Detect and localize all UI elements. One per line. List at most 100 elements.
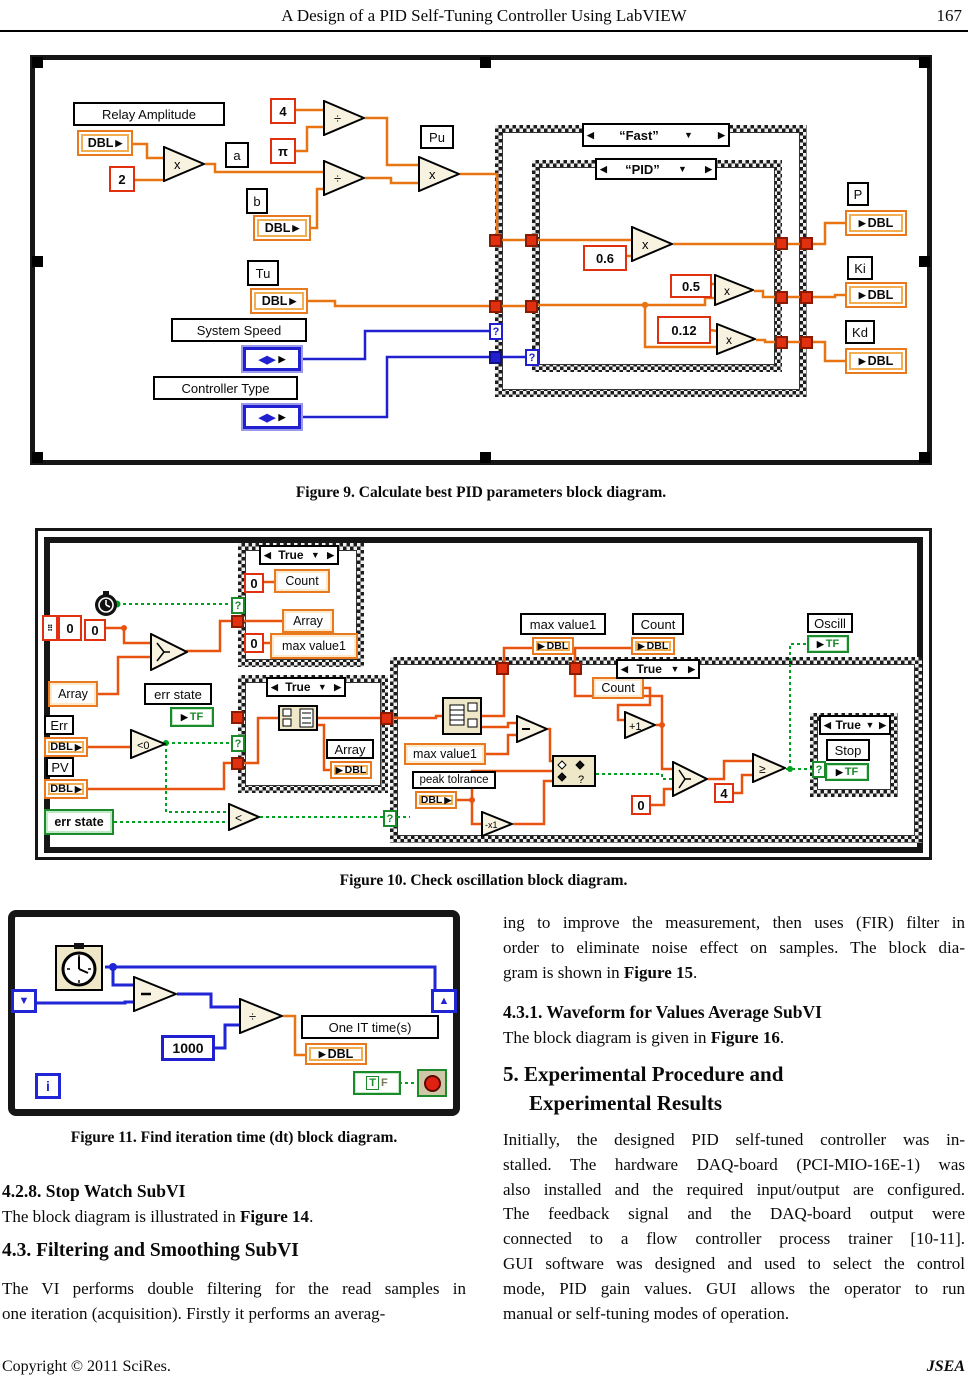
- select-node: [150, 633, 188, 671]
- array-size-node: [442, 697, 482, 735]
- array-dbl-indicator: ▶DBL: [330, 761, 372, 779]
- svg-text:x: x: [726, 333, 732, 347]
- section-4-3-body: The VI performs double filtering for the…: [2, 1277, 466, 1327]
- case-dropdown-icon: ▼: [670, 664, 680, 674]
- figure9-diagram: Relay Amplitude DBL▶ 2 x a 4 π ÷ b DBL▶ …: [30, 55, 932, 465]
- array-label: Array: [326, 739, 374, 759]
- ki-dbl-indicator: ▶DBL: [845, 282, 907, 308]
- tu-label: Tu: [247, 260, 279, 286]
- case-selector-pid: ◀ “PID” ▼ ▶: [595, 158, 717, 180]
- case-selector-terminal: ?: [812, 761, 826, 778]
- figure10-caption: Figure 10. Check oscillation block diagr…: [339, 872, 628, 889]
- relay-amplitude-label: Relay Amplitude: [73, 102, 225, 126]
- in-arrow-icon: ▶: [318, 1048, 326, 1059]
- case-dropdown-icon: ▼: [317, 682, 327, 692]
- out-arrow-icon: ▶: [278, 353, 286, 364]
- body-line: connected to a flow controller process t…: [503, 1229, 965, 1249]
- tunnel-red: [525, 234, 538, 247]
- right-paragraph-2: Initially, the designed PID self-tuned c…: [503, 1128, 965, 1326]
- multiply-node: x: [631, 226, 673, 262]
- svg-text:x: x: [174, 157, 181, 172]
- case-dropdown-icon: ▼: [865, 720, 875, 730]
- body-line: ing to improve the measurement, then use…: [503, 913, 965, 932]
- multiply-node: x: [418, 156, 460, 192]
- body-line: Initially, the designed PID self-tuned c…: [503, 1130, 965, 1149]
- figure9-caption: Figure 9. Calculate best PID parameters …: [295, 484, 667, 501]
- dbl-text: DBL: [327, 1047, 354, 1061]
- dbl-text: DBL: [646, 640, 669, 652]
- p-label: P: [847, 182, 869, 206]
- relay-amplitude-dbl-control: DBL▶: [77, 130, 133, 156]
- svg-text:<: <: [235, 811, 242, 825]
- oscill-tf-indicator: ▶TF: [807, 635, 849, 653]
- negate-node: -x1: [481, 811, 513, 837]
- system-speed-enum-control: ◀▶▶: [243, 347, 301, 371]
- body-line: mode, PID gain values. GUI allows the op…: [503, 1278, 965, 1298]
- dbl-text: DBL: [867, 216, 894, 230]
- shift-register-right: ▲: [431, 989, 457, 1013]
- section-4-2-8-body: The block diagram is illustrated in Figu…: [2, 1207, 468, 1227]
- tunnel-red: [489, 300, 502, 313]
- body-line: also installed and the required input/ou…: [503, 1179, 965, 1199]
- tf-false-text: F: [381, 1077, 388, 1089]
- out-arrow-icon: ▶: [289, 295, 297, 306]
- less-than-node: <: [228, 803, 260, 831]
- case-selector-value: True: [285, 680, 311, 694]
- case-selector-terminal: ?: [231, 597, 245, 614]
- count-local-variable: Count: [274, 569, 330, 593]
- right-paragraph-1: ing to improve the measurement, then use…: [503, 911, 965, 985]
- err-state-tf-indicator: ▶TF: [170, 707, 214, 727]
- increment-node: +1: [624, 711, 656, 739]
- kd-dbl-indicator: ▶DBL: [845, 348, 907, 374]
- err-dbl-control: DBL▶: [44, 737, 88, 757]
- svg-text:x: x: [724, 284, 730, 298]
- controller-type-enum-control: ◀▶▶: [243, 405, 301, 429]
- body-line: manual or self-tuning modes of operation…: [503, 1303, 790, 1323]
- dbl-text: DBL: [867, 354, 894, 368]
- err-state-cluster: err state: [44, 809, 114, 835]
- body-line: GUI software was designed and used to se…: [503, 1253, 965, 1273]
- body-line: gram is shown in Figure 15.: [503, 961, 965, 986]
- system-speed-label: System Speed: [171, 318, 307, 342]
- constant-0.5: 0.5: [670, 274, 712, 298]
- case-selector-fast: ◀ “Fast” ▼ ▶: [582, 123, 730, 147]
- constant-0: 0: [84, 619, 106, 641]
- section-4-3-1-body: The block diagram is given in Figure 16.: [503, 1028, 965, 1048]
- out-arrow-icon: ▶: [74, 741, 82, 752]
- controller-type-label: Controller Type: [153, 376, 298, 400]
- case-dropdown-icon: ▼: [683, 130, 693, 140]
- stopwatch-icon: [95, 591, 117, 616]
- kd-label: Kd: [845, 320, 875, 344]
- stop-label: Stop: [826, 739, 870, 761]
- in-arrow-icon: ▶: [858, 355, 866, 366]
- case-selector-terminal: ?: [525, 349, 539, 366]
- constant-2: 2: [109, 166, 135, 192]
- svg-text:-x1: -x1: [485, 820, 498, 830]
- svg-text:≥: ≥: [759, 762, 766, 776]
- section-5-heading-line2: Experimental Results: [529, 1091, 723, 1115]
- err-state-label: err state: [144, 683, 212, 705]
- tunnel-red: [569, 662, 582, 675]
- case-selector: ◀ True ▼ ▶: [259, 545, 339, 565]
- in-arrow-icon: ▶: [858, 289, 866, 300]
- b-dbl-control: DBL▶: [253, 215, 311, 241]
- peak-tolerance-dbl-control: DBL▶: [415, 791, 457, 809]
- tunnel-red: [775, 237, 788, 250]
- count-indicator-label: Count: [632, 613, 684, 635]
- constant-4: 4: [270, 98, 296, 124]
- tunnel-red: [231, 757, 244, 770]
- iteration-terminal: i: [35, 1073, 61, 1099]
- multiply-node: x: [163, 146, 205, 182]
- tf-text: TF: [844, 766, 859, 778]
- tunnel-red: [496, 662, 509, 675]
- pv-label: PV: [46, 757, 74, 777]
- err-label: Err: [44, 715, 74, 735]
- header-rule: [0, 30, 968, 32]
- svg-text:<0: <0: [137, 740, 150, 752]
- oscill-label: Oscill: [807, 613, 853, 633]
- case-selector-terminal: ?: [231, 735, 245, 752]
- pv-dbl-control: DBL▶: [44, 779, 88, 799]
- tunnel-blue: [489, 351, 502, 364]
- body-text: .: [693, 962, 698, 982]
- out-arrow-icon: ▶: [278, 411, 286, 422]
